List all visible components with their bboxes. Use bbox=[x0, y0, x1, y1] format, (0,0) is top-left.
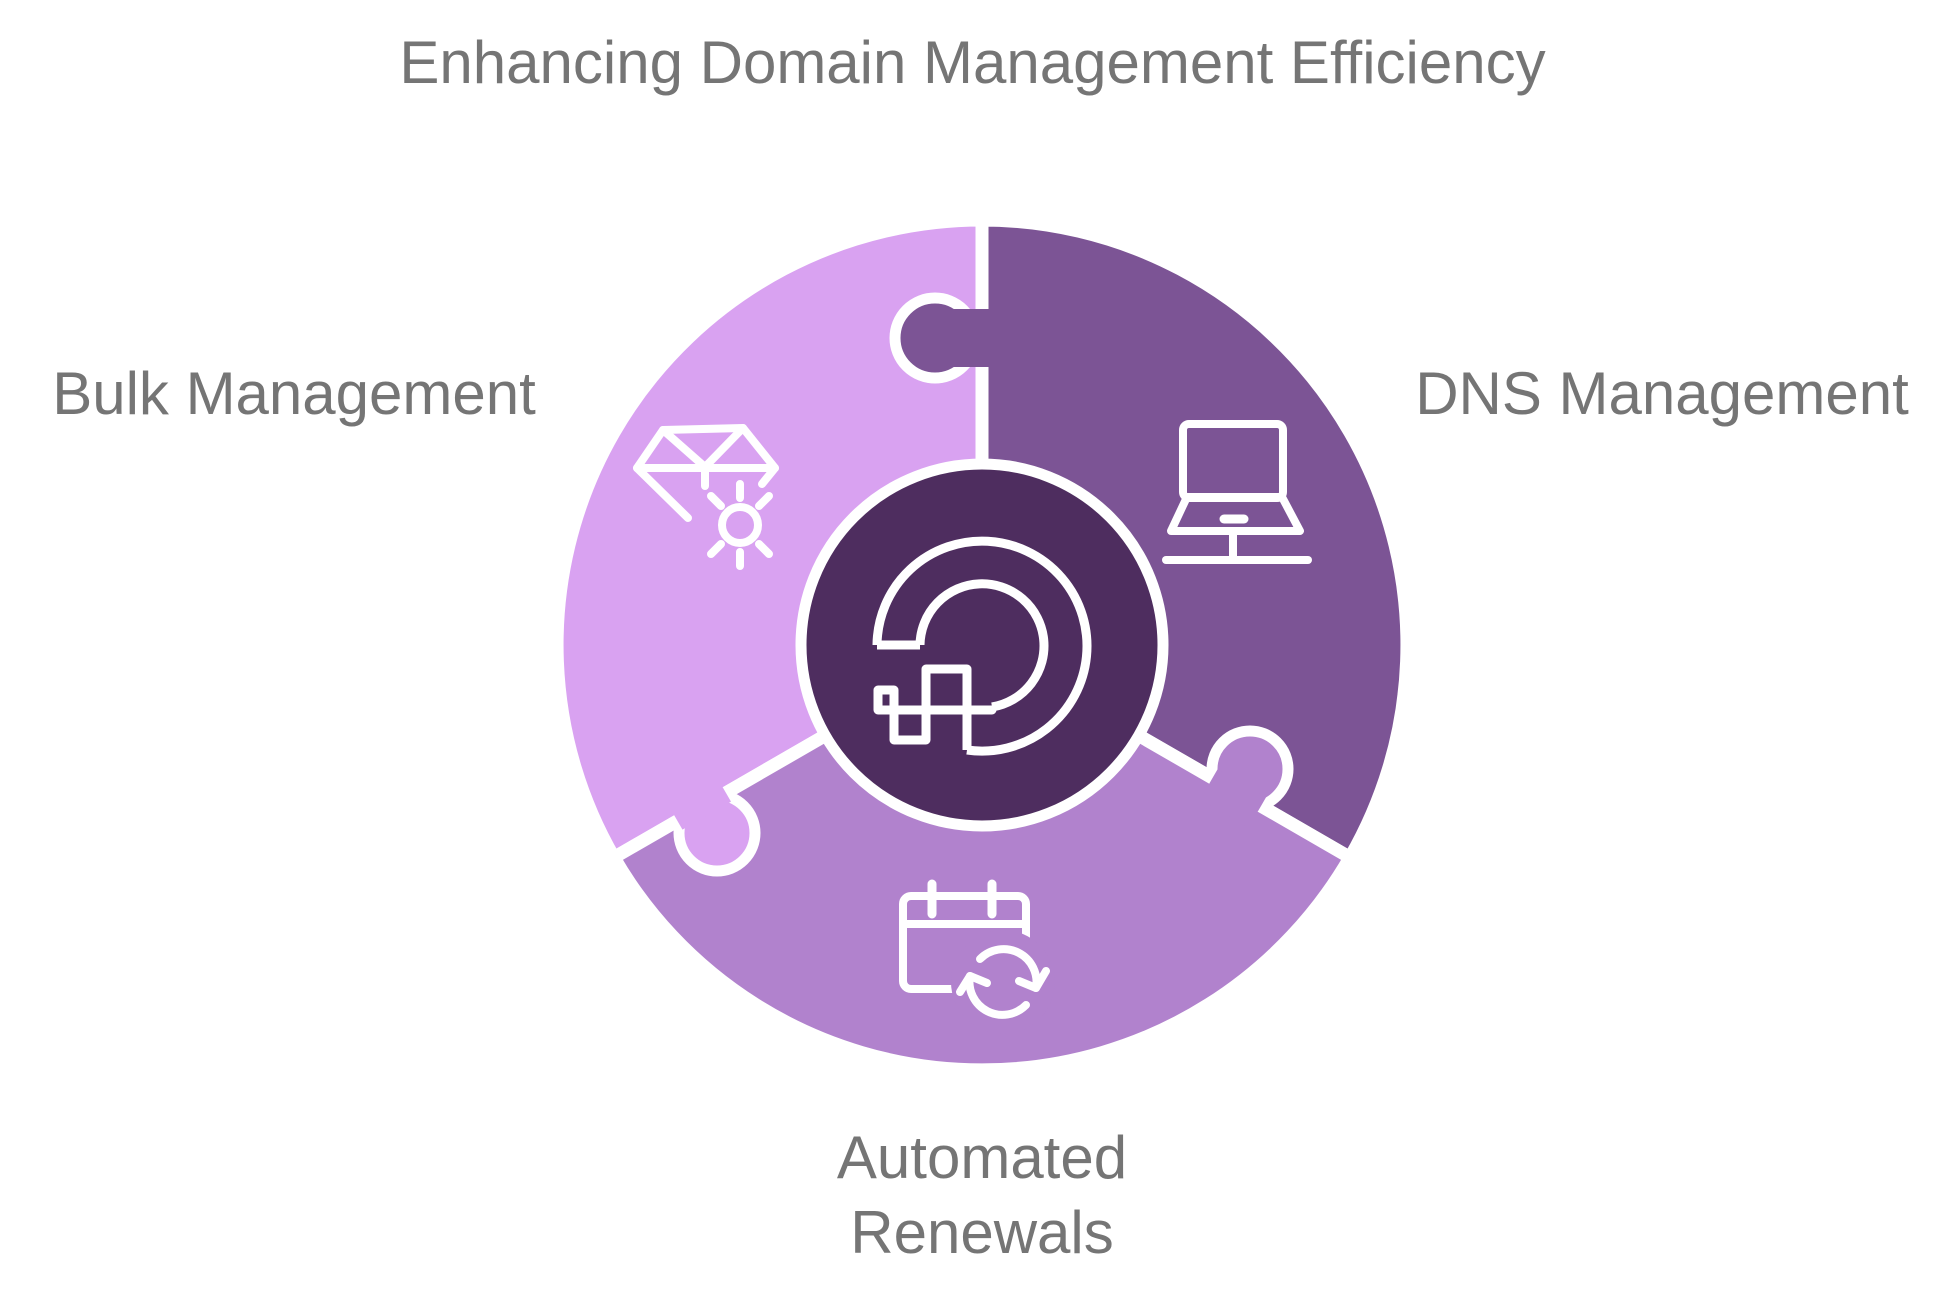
page-title: Enhancing Domain Management Efficiency bbox=[399, 29, 1546, 96]
segment-automated-renewals bbox=[607, 638, 1357, 1077]
segment-label-automated-renewals: Automated Renewals bbox=[836, 1124, 1128, 1266]
calendar-refresh-icon bbox=[899, 879, 1055, 1034]
center-disk bbox=[795, 458, 1169, 832]
diamond-sun-icon bbox=[633, 424, 779, 570]
segment-label-bulk-management: Bulk Management bbox=[52, 360, 536, 427]
puzzle-knobs bbox=[665, 292, 1294, 877]
segment-label-dns-management: DNS Management bbox=[1415, 360, 1909, 427]
laptop-icon bbox=[1162, 420, 1312, 564]
digitalocean-logo bbox=[872, 536, 1092, 756]
